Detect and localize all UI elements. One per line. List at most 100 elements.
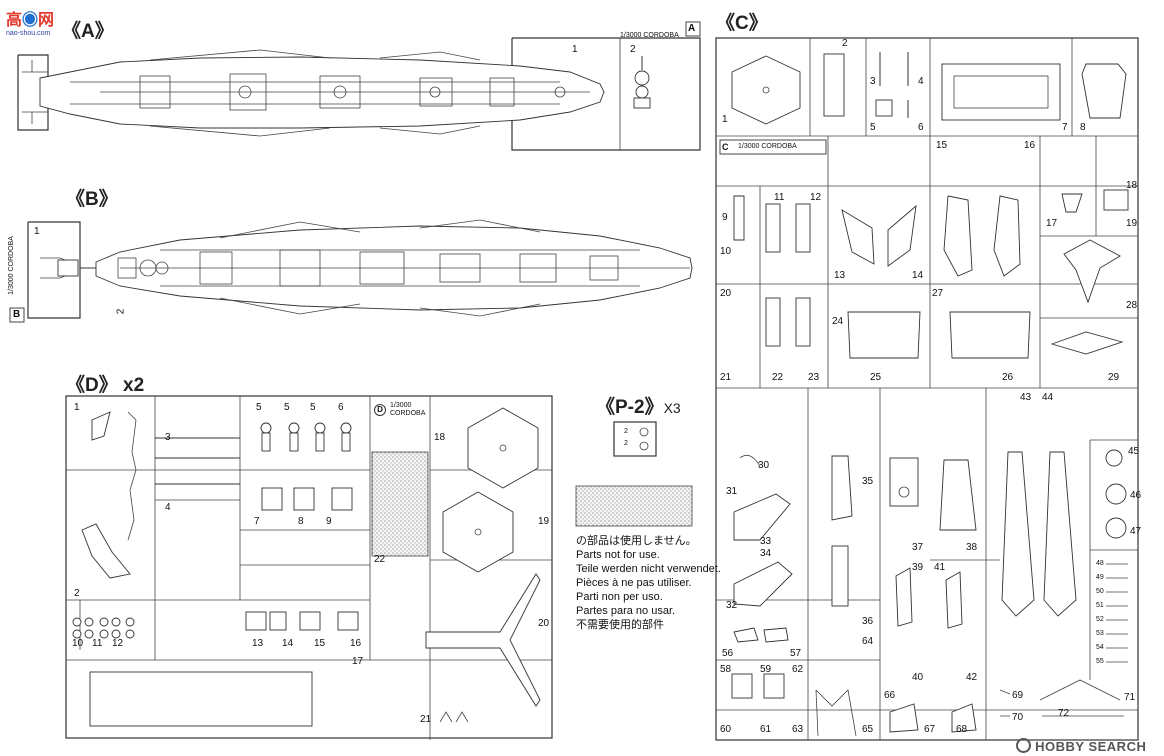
site-logo-globe-icon: ◉ xyxy=(22,12,39,29)
sprue-a-frame xyxy=(17,21,701,151)
part-label: 72 xyxy=(1058,708,1070,719)
part-label: 2 xyxy=(624,440,628,447)
part-label: 30 xyxy=(758,460,770,471)
part-label: 6 xyxy=(918,122,924,133)
sprue-d-tag-scale: 1/3000 xyxy=(390,402,412,409)
part-label: 46 xyxy=(1130,490,1142,501)
sprue-a-label: 《A》 xyxy=(62,21,114,42)
sprue-d-frame xyxy=(65,395,553,740)
sprue-c-label: 《C》 xyxy=(716,13,768,34)
note-line-zh: 不需要使用的部件 xyxy=(576,619,664,631)
part-label: 9 xyxy=(326,516,332,527)
part-label: 7 xyxy=(1062,122,1068,133)
watermark-logo-icon xyxy=(1016,738,1031,753)
part-label: 1 xyxy=(74,402,80,413)
part-label: 8 xyxy=(298,516,304,527)
part-label: 21 xyxy=(420,714,432,725)
part-label: 31 xyxy=(726,486,738,497)
part-label: 34 xyxy=(760,548,772,559)
part-label: 18 xyxy=(434,432,446,443)
part-label: 64 xyxy=(862,636,874,647)
part-label: 11 xyxy=(92,638,103,649)
site-logo-mark: 高 xyxy=(6,12,23,29)
part-label: 8 xyxy=(1080,122,1086,133)
part-label: 55 xyxy=(1096,658,1104,665)
part-label: 50 xyxy=(1096,588,1104,595)
part-label: 56 xyxy=(722,648,734,659)
note-line-ja: の部品は使用しません。 xyxy=(576,535,697,547)
part-label: 49 xyxy=(1096,574,1104,581)
part-label: 24 xyxy=(832,316,844,327)
part-label: 7 xyxy=(254,516,260,527)
part-label: 10 xyxy=(72,638,84,649)
part-label: 14 xyxy=(912,270,924,281)
part-label: 2 xyxy=(624,428,628,435)
part-label: 5 xyxy=(870,122,876,133)
site-logo[interactable]: 高◉网 nao-shou.com xyxy=(6,6,54,37)
sprue-b-label: 《B》 xyxy=(66,189,118,210)
part-label: 18 xyxy=(1126,180,1138,191)
sprue-d-tag-name: CORDOBA xyxy=(390,410,426,417)
part-label: 14 xyxy=(282,638,294,649)
part-label: 2 xyxy=(630,44,636,55)
part-label: 4 xyxy=(918,76,924,87)
ship-a-hull xyxy=(22,49,605,137)
part-label: 57 xyxy=(790,648,802,659)
part-label: 42 xyxy=(966,672,978,683)
not-for-use-note: の部品は使用しません。 Parts not for use. Teile wer… xyxy=(576,534,721,632)
ship-b-hull xyxy=(40,219,693,317)
sprue-b-tag: 1/3000 CORDOBA xyxy=(7,236,15,295)
part-label: 2 xyxy=(74,588,80,599)
part-label: 62 xyxy=(792,664,804,675)
part-label: 63 xyxy=(792,724,804,735)
part-label: 53 xyxy=(1096,630,1104,637)
sprue-a-tag: 1/3000 CORDOBA xyxy=(620,32,679,39)
part-label: 23 xyxy=(808,372,820,383)
part-label: 32 xyxy=(726,600,738,611)
part-label: 1 xyxy=(34,226,40,237)
sprue-d-parts xyxy=(72,407,541,727)
part-label: 12 xyxy=(112,638,124,649)
part-label: 3 xyxy=(165,432,171,443)
part-label: 66 xyxy=(884,690,896,701)
part-label: 58 xyxy=(720,664,732,675)
part-label: 40 xyxy=(912,672,924,683)
part-label: 51 xyxy=(1096,602,1104,609)
part-label: 15 xyxy=(936,140,948,151)
part-label: 1 xyxy=(572,44,578,55)
part-label: 2 xyxy=(842,38,848,49)
part-label: 20 xyxy=(538,618,550,629)
part-label: 15 xyxy=(314,638,326,649)
part-label: 27 xyxy=(932,288,944,299)
part-label: 33 xyxy=(760,536,772,547)
part-label: 28 xyxy=(1126,300,1138,311)
not-for-use-swatch xyxy=(575,485,693,527)
part-label: 22 xyxy=(374,554,386,565)
part-label: 35 xyxy=(862,476,874,487)
sprue-a-tag-letter: A xyxy=(688,23,696,34)
part-label: 16 xyxy=(350,638,362,649)
part-label: 5 xyxy=(310,402,316,413)
part-label: 59 xyxy=(760,664,772,675)
sprue-b-tag-box xyxy=(9,307,25,323)
note-line-es: Partes para no usar. xyxy=(576,605,676,617)
part-label: 38 xyxy=(966,542,978,553)
part-label: 45 xyxy=(1128,446,1140,457)
part-label: 67 xyxy=(924,724,936,735)
watermark: HOBBY SEARCH xyxy=(1016,738,1146,754)
part-label: 9 xyxy=(722,212,728,223)
part-label: 12 xyxy=(810,192,822,203)
sprue-c-parts xyxy=(731,52,1129,737)
part-label: 6 xyxy=(338,402,344,413)
part-label: 54 xyxy=(1096,644,1104,651)
part-label: 69 xyxy=(1012,690,1024,701)
sprue-c-tag: 1/3000 CORDOBA xyxy=(738,143,797,150)
part-label: 2 xyxy=(115,308,127,315)
part-label: 43 xyxy=(1020,392,1032,403)
part-label: 4 xyxy=(165,502,171,513)
sprue-b-tag-letter: B xyxy=(13,309,21,320)
part-label: 11 xyxy=(774,192,785,203)
part-label: 16 xyxy=(1024,140,1036,151)
part-label: 1 xyxy=(722,114,728,125)
